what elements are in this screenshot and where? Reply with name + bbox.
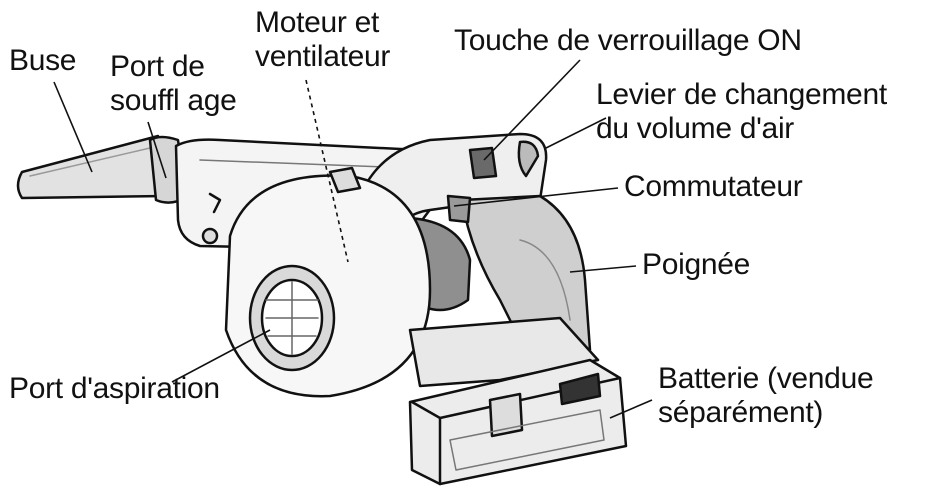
fan-housing-shape	[224, 174, 432, 398]
label-intake-port: Port d'aspiration	[9, 372, 220, 405]
leader-intake-port	[171, 329, 271, 383]
label-lock-button: Touche de verrouillage ON	[454, 24, 802, 57]
leader-blow-port	[147, 121, 167, 179]
label-nozzle: Buse	[9, 44, 77, 77]
leader-motor-fan	[305, 79, 349, 263]
leader-air-lever	[545, 117, 607, 149]
leader-switch	[453, 187, 619, 207]
leader-nozzle	[53, 81, 93, 173]
leader-battery	[609, 399, 653, 419]
leader-lines	[53, 59, 653, 419]
blower-illustration	[16, 132, 628, 486]
nozzle-shape	[16, 134, 168, 200]
label-switch: Commutateur	[624, 170, 803, 203]
leader-lock-button	[483, 59, 581, 161]
leader-handle	[569, 265, 637, 273]
label-handle: Poignée	[642, 248, 750, 281]
